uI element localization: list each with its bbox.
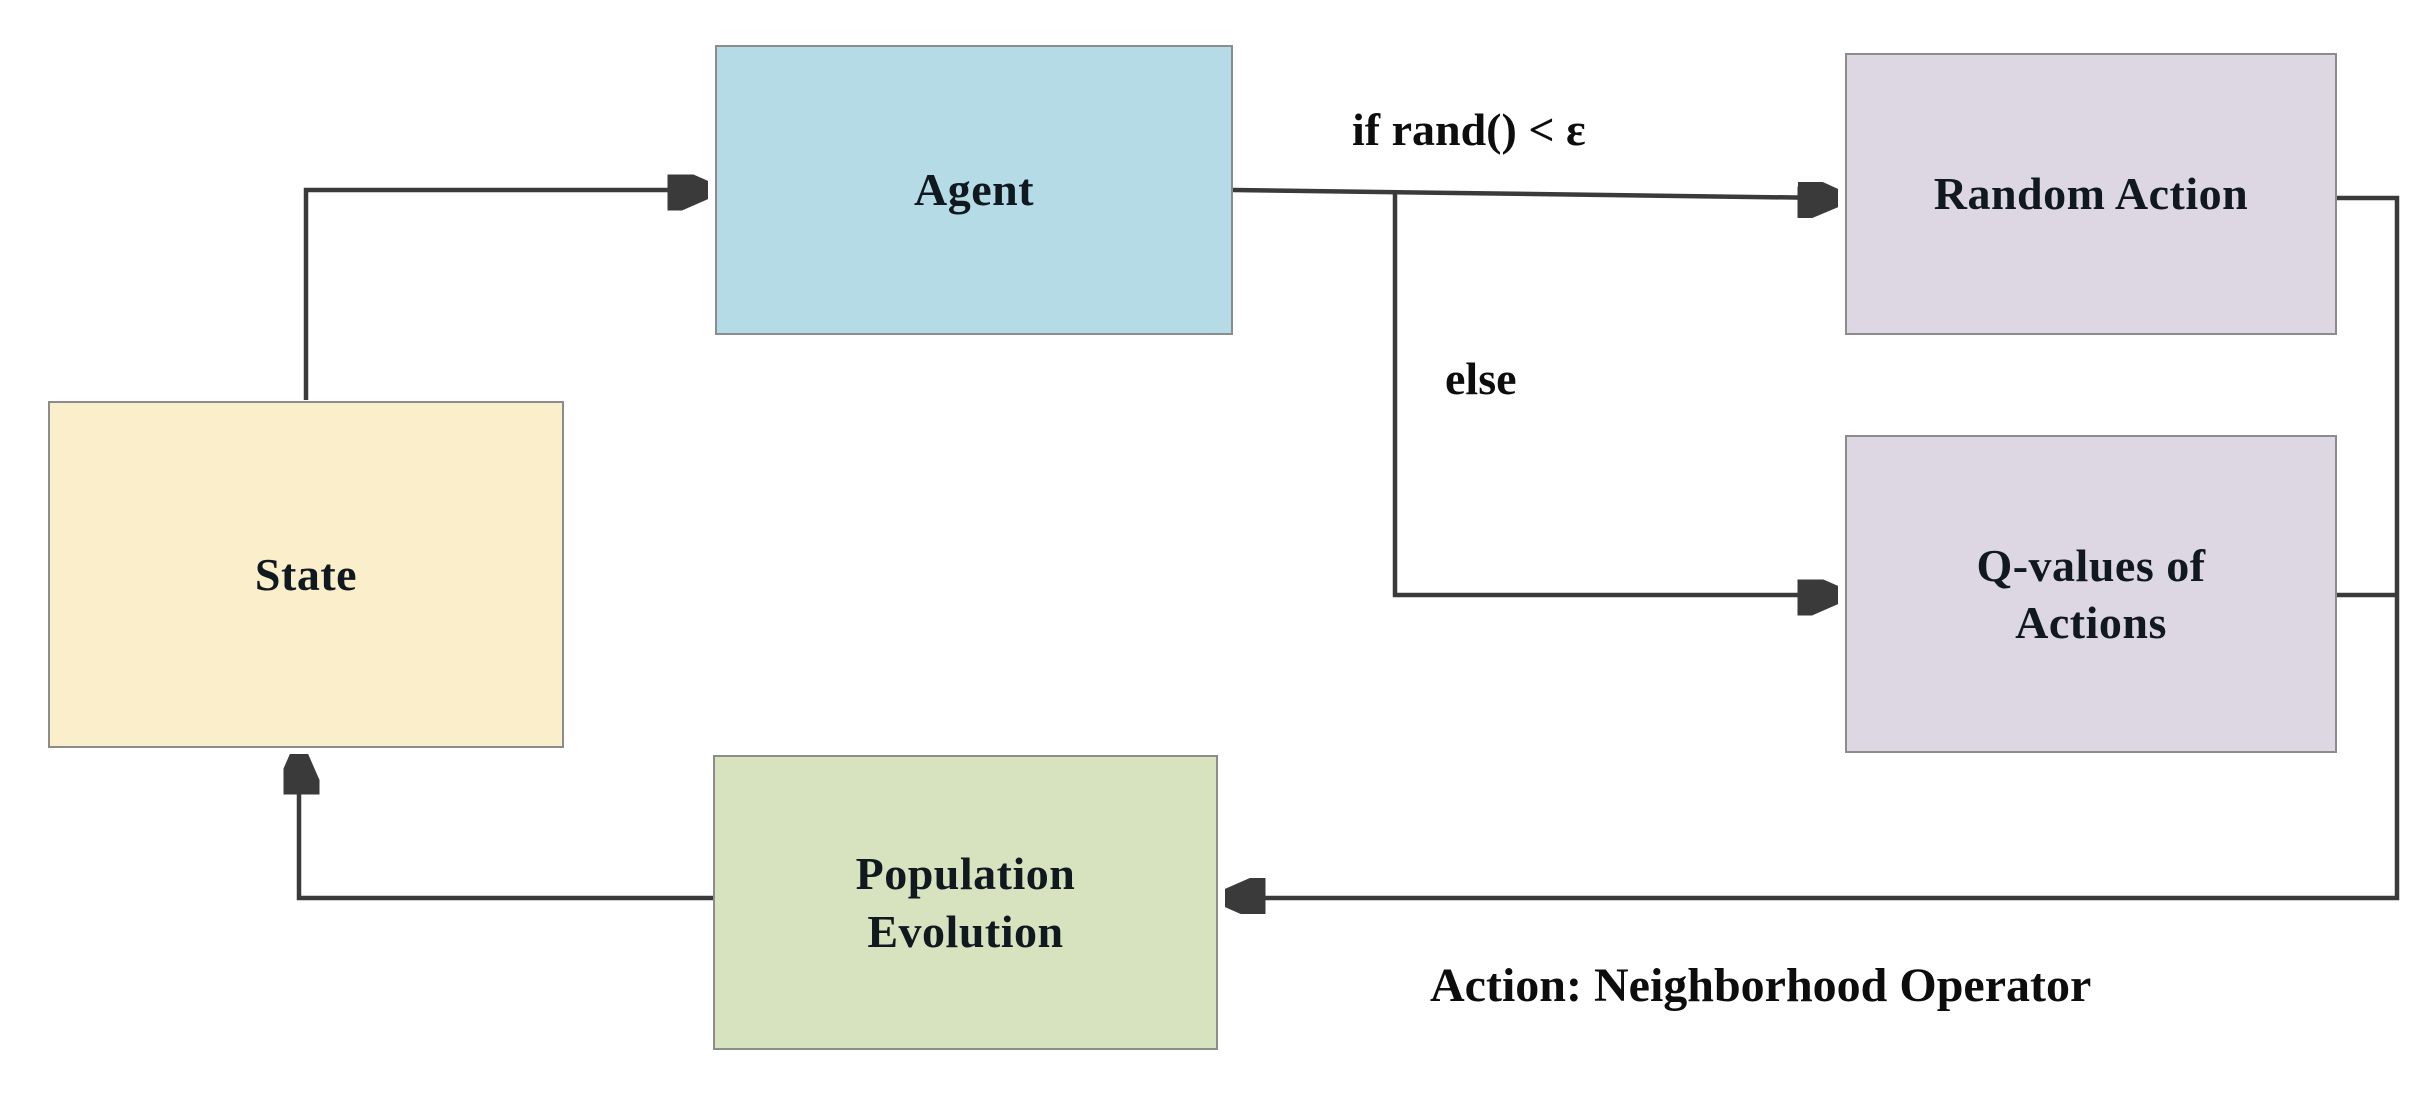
- node-q-values-label: Q-values of Actions: [1976, 539, 2206, 649]
- node-q-values: Q-values of Actions: [1845, 435, 2337, 753]
- edge-label-else-condition: else: [1445, 353, 1517, 404]
- node-agent-label: Agent: [913, 164, 1035, 216]
- node-population-evolution: Population Evolution: [713, 755, 1218, 1050]
- edge-random-action-to-trunk: [2337, 195, 2400, 595]
- node-state: State: [48, 401, 564, 748]
- edge-state-to-agent: [303, 190, 700, 400]
- edge-agent-to-random-action: [1232, 190, 1830, 198]
- node-state-label: State: [254, 548, 358, 600]
- edge-population-evolution-to-state: [299, 762, 713, 901]
- edge-label-epsilon-condition: if rand() < ε: [1352, 104, 1586, 155]
- action-annotation: Action: Neighborhood Operator: [1430, 959, 2092, 1012]
- node-random-action-label: Random Action: [1933, 168, 2249, 220]
- node-population-evolution-label: Population Evolution: [855, 848, 1076, 957]
- node-random-action: Random Action: [1845, 53, 2337, 335]
- node-agent: Agent: [715, 45, 1233, 335]
